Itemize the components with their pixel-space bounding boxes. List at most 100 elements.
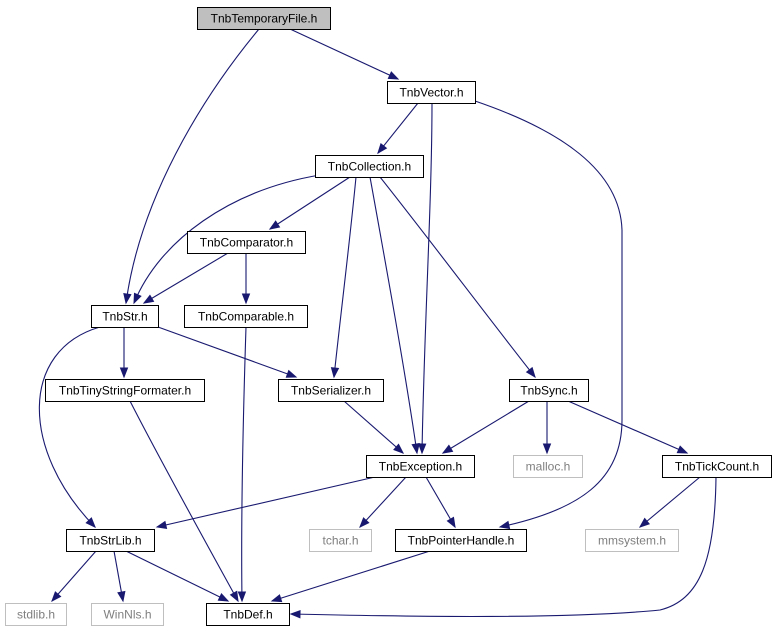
node-box — [509, 379, 589, 402]
arrowhead-icon — [117, 590, 126, 603]
arrowhead-icon — [289, 609, 301, 619]
node-box — [315, 155, 424, 178]
arrowhead-icon — [142, 294, 155, 304]
node-sync[interactable]: TnbSync.h — [509, 379, 589, 402]
edge-comparator-to-comparable — [241, 253, 251, 305]
node-label: malloc.h — [526, 460, 571, 474]
node-label: TnbException.h — [379, 460, 462, 474]
node-mmsystem: mmsystem.h — [585, 529, 679, 552]
node-winnls: WinNls.h — [91, 603, 164, 626]
node-label: stdlib.h — [17, 608, 55, 622]
edge-line — [333, 176, 357, 378]
arrowhead-icon — [441, 444, 454, 454]
node-tinystringformater[interactable]: TnbTinyStringFormater.h — [45, 379, 205, 402]
node-label: TnbTemporaryFile.h — [211, 12, 318, 26]
arrowhead-icon — [638, 517, 651, 528]
edge-line — [425, 476, 456, 528]
arrowhead-icon — [229, 590, 239, 603]
node-collection[interactable]: TnbCollection.h — [315, 155, 424, 178]
node-serializer[interactable]: TnbSerializer.h — [278, 379, 384, 402]
node-tickcount[interactable]: TnbTickCount.h — [662, 455, 772, 478]
arrowhead-icon — [270, 594, 283, 603]
edge-exception-to-pointerhandle — [425, 476, 456, 529]
node-label: TnbTinyStringFormater.h — [59, 384, 191, 398]
edge-tinystringformater-to-def — [129, 400, 239, 603]
node-label: TnbStr.h — [102, 310, 147, 324]
arrowhead-icon — [285, 369, 298, 378]
node-label: TnbSync.h — [520, 384, 577, 398]
edge-line — [369, 176, 418, 454]
edge-comparator-to-str — [142, 252, 229, 304]
edge-line — [51, 550, 97, 602]
node-comparable[interactable]: TnbComparable.h — [184, 305, 308, 328]
edge-line — [359, 476, 407, 528]
arrowhead-icon — [51, 591, 62, 603]
node-box — [366, 455, 475, 478]
edge-line — [377, 102, 419, 154]
edge-line — [421, 102, 433, 454]
arrowhead-icon — [237, 591, 247, 603]
edge-line — [442, 400, 530, 454]
node-box — [184, 305, 308, 328]
edge-strlib-to-winnls — [113, 550, 126, 603]
node-box — [187, 231, 306, 254]
node-label: TnbComparable.h — [198, 310, 294, 324]
node-box — [66, 529, 155, 552]
arrowhead-icon — [359, 517, 370, 529]
node-str[interactable]: TnbStr.h — [91, 305, 159, 328]
edge-temporaryfile-to-vector — [289, 28, 400, 80]
edge-vector-to-pointerhandle — [474, 100, 623, 530]
node-tchar: tchar.h — [309, 529, 372, 552]
node-box — [662, 455, 772, 478]
edge-str-to-serializer — [157, 326, 298, 378]
node-pointerhandle[interactable]: TnbPointerHandle.h — [395, 529, 527, 552]
arrowhead-icon — [676, 445, 689, 454]
edge-line — [474, 100, 623, 528]
node-strlib[interactable]: TnbStrLib.h — [66, 529, 155, 552]
node-vector[interactable]: TnbVector.h — [387, 81, 476, 104]
edge-line — [125, 28, 260, 304]
arrowhead-icon — [377, 142, 388, 155]
node-box — [513, 455, 583, 478]
node-box — [197, 7, 331, 30]
arrowhead-icon — [387, 71, 400, 80]
edge-line — [290, 476, 717, 618]
edge-line — [343, 400, 404, 454]
arrowhead-icon — [119, 367, 129, 379]
node-label: TnbComparator.h — [200, 236, 293, 250]
node-def[interactable]: TnbDef.h — [206, 603, 290, 626]
edge-line — [125, 550, 229, 602]
edges-layer — [38, 28, 717, 619]
node-box — [5, 603, 67, 626]
edge-sync-to-exception — [441, 400, 530, 454]
arrowhead-icon — [417, 443, 427, 455]
edge-line — [157, 326, 297, 378]
edge-line — [38, 326, 101, 528]
node-label: tchar.h — [322, 534, 358, 548]
edge-collection-to-str — [133, 174, 321, 305]
edge-sync-to-malloc — [542, 401, 552, 455]
edge-temporaryfile-to-str — [123, 28, 260, 305]
node-exception[interactable]: TnbException.h — [366, 455, 475, 478]
node-box — [585, 529, 679, 552]
edge-collection-to-sync — [379, 176, 536, 379]
edge-line — [567, 400, 688, 454]
edge-tickcount-to-mmsystem — [638, 476, 701, 528]
edge-vector-to-collection — [377, 102, 419, 155]
node-label: WinNls.h — [103, 608, 151, 622]
edge-serializer-to-exception — [343, 400, 405, 454]
edge-strlib-to-stdlib — [51, 550, 97, 603]
arrowhead-icon — [542, 443, 552, 455]
node-stdlib: stdlib.h — [5, 603, 67, 626]
edge-str-to-strlib — [38, 326, 101, 529]
node-box — [395, 529, 527, 552]
node-comparator[interactable]: TnbComparator.h — [187, 231, 306, 254]
arrowhead-icon — [268, 220, 281, 230]
edge-str-to-tinystringformater — [119, 327, 129, 379]
edge-exception-to-strlib — [155, 476, 376, 530]
node-box — [91, 603, 164, 626]
node-label: mmsystem.h — [598, 534, 666, 548]
node-box — [91, 305, 159, 328]
edge-exception-to-tchar — [359, 476, 407, 529]
